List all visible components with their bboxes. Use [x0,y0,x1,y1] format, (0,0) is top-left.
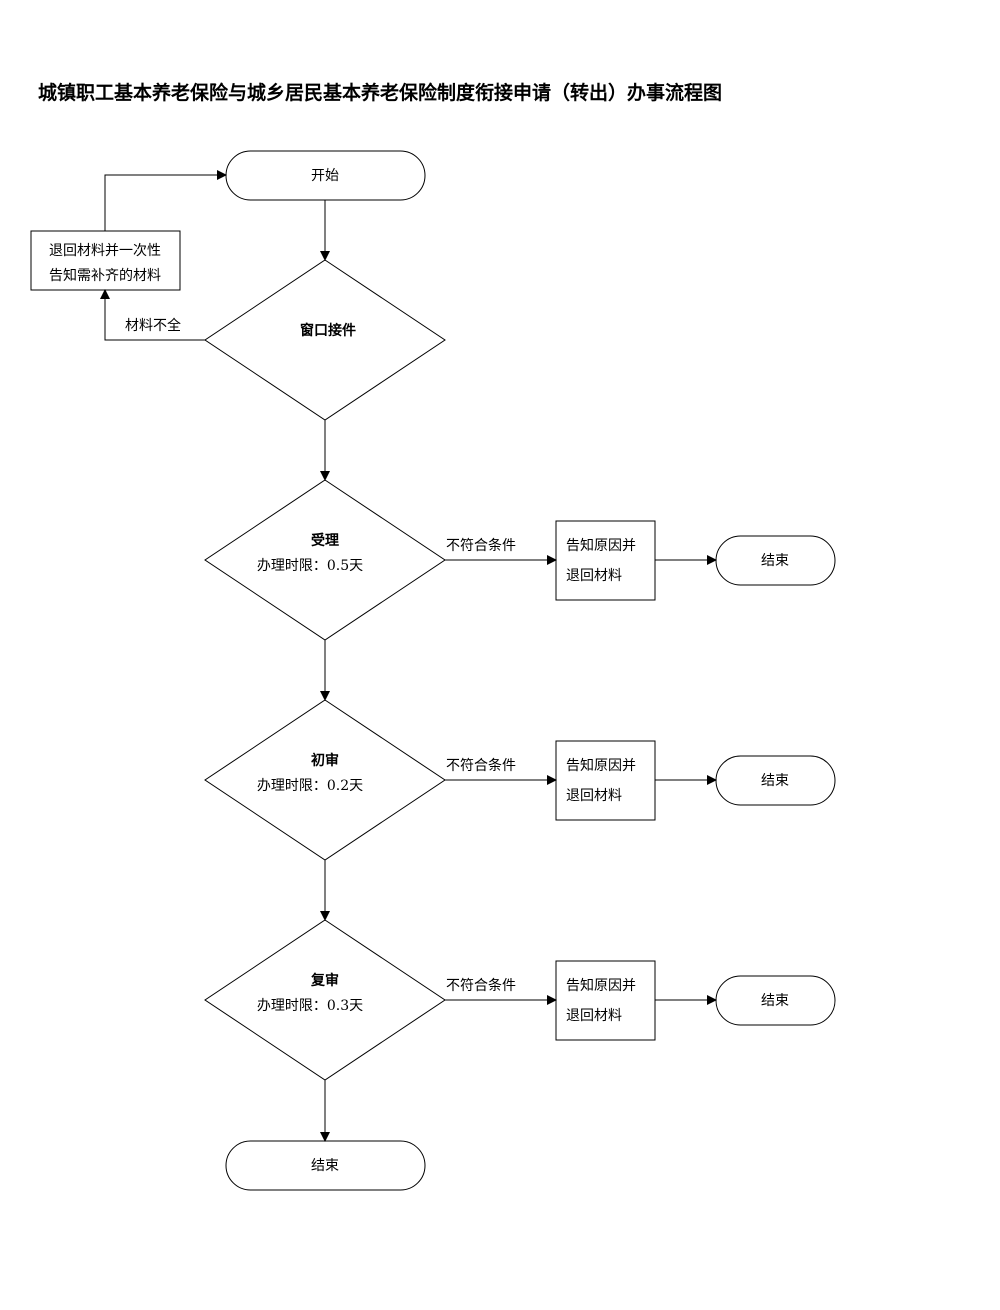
edge-label-not-qualified: 不符合条件 [446,537,516,554]
end-label: 结束 [761,553,789,569]
arrow-return-box-to-start [104,170,227,231]
end-label: 结束 [311,1158,339,1174]
start-node: 开始 [225,150,426,201]
arrow-window-to-return-box [100,289,205,341]
page-title: 城镇职工基本养老保险与城乡居民基本养老保险制度衔接申请（转出）办事流程图 [38,82,723,104]
edge-label-not-qualified: 不符合条件 [446,977,516,994]
end-node-final: 结束 [225,1140,426,1191]
end-node-re-review: 结束 [715,975,836,1026]
first-review-label: 初审 [311,752,339,769]
reject-box-line-1: 告知原因并 [566,757,636,774]
reject-box-line-1: 告知原因并 [566,977,636,994]
window-intake-diamond: 窗口接件 [204,259,446,421]
reject-box-line-2: 退回材料 [566,568,622,584]
re-review-label: 复审 [310,972,339,989]
return-materials-box: 退回材料并一次性 告知需补齐的材料 [30,230,181,291]
accept-diamond: 受理 办理时限：0.5天 [204,479,446,641]
end-label: 结束 [761,773,789,789]
re-review-time-limit: 办理时限：0.3天 [257,998,363,1014]
first-review-diamond: 初审 办理时限：0.2天 [204,699,446,861]
reject-box-accept: 告知原因并 退回材料 [555,520,656,601]
return-materials-line-2: 告知需补齐的材料 [49,267,161,284]
end-label: 结束 [761,993,789,1009]
reject-box-re-review: 告知原因并 退回材料 [555,960,656,1041]
end-node-first-review: 结束 [715,755,836,806]
reject-box-first-review: 告知原因并 退回材料 [555,740,656,821]
reject-box-line-2: 退回材料 [566,1008,622,1024]
window-intake-label: 窗口接件 [300,322,356,339]
edge-label-incomplete: 材料不全 [125,317,181,334]
accept-time-limit: 办理时限：0.5天 [257,558,363,574]
start-label: 开始 [311,168,339,184]
return-materials-line-1: 退回材料并一次性 [49,243,161,259]
reject-box-line-1: 告知原因并 [566,537,636,554]
re-review-diamond: 复审 办理时限：0.3天 [204,919,446,1081]
reject-box-line-2: 退回材料 [566,788,622,804]
edge-label-not-qualified: 不符合条件 [446,757,516,774]
end-node-accept: 结束 [715,535,836,586]
accept-label: 受理 [311,532,339,549]
first-review-time-limit: 办理时限：0.2天 [257,778,363,794]
